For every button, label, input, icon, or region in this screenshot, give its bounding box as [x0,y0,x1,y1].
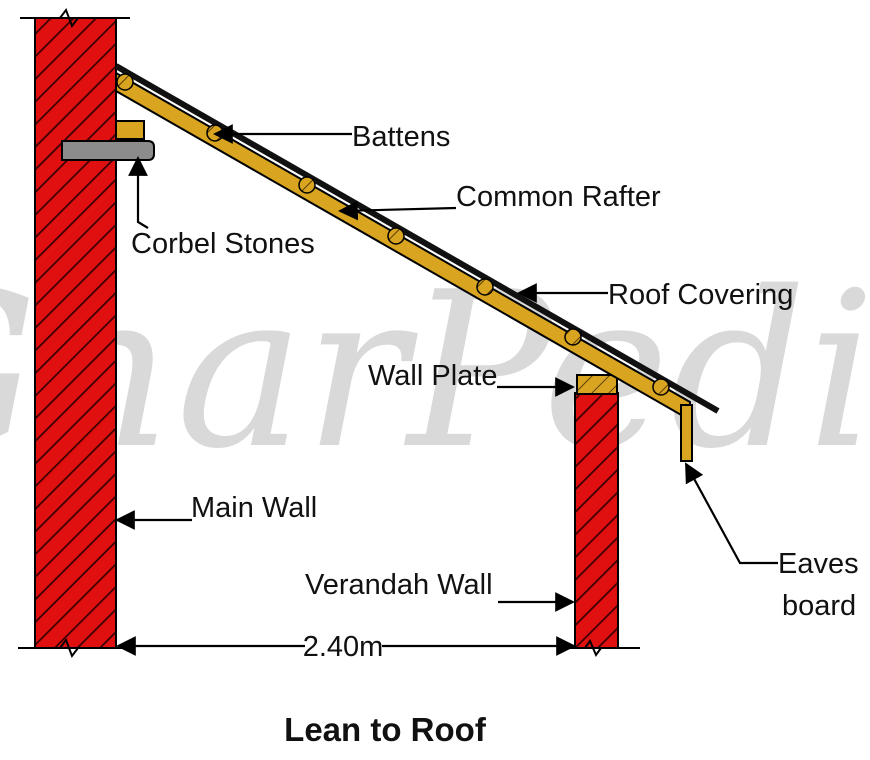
corbel-stone [61,120,155,161]
corbel-stones-label: Corbel Stones [131,228,315,260]
main-wall [18,7,135,659]
main-wall-label: Main Wall [191,492,317,524]
verandah-wall-label: Verandah Wall [305,569,493,601]
corbel-stones-leader [128,156,149,229]
diagram-title: Lean to Roof [284,711,487,748]
eaves-board-leader [685,462,778,565]
dimension-label: 2.40m [303,631,384,663]
verandah-wall [560,392,640,658]
battens-label: Battens [352,121,450,153]
common-rafter-leader [338,200,457,221]
eaves-board [680,404,693,462]
watermark-text: GharPedia [0,245,870,496]
eaves-label-line1: Eaves [778,548,859,580]
common-rafter-label: Common Rafter [456,181,661,213]
roof-covering [114,63,720,414]
roof-covering-label: Roof Covering [608,279,793,311]
wall-plate [576,374,618,395]
wall-plate-label: Wall Plate [368,360,497,392]
eaves-label-line2: board [782,590,856,622]
